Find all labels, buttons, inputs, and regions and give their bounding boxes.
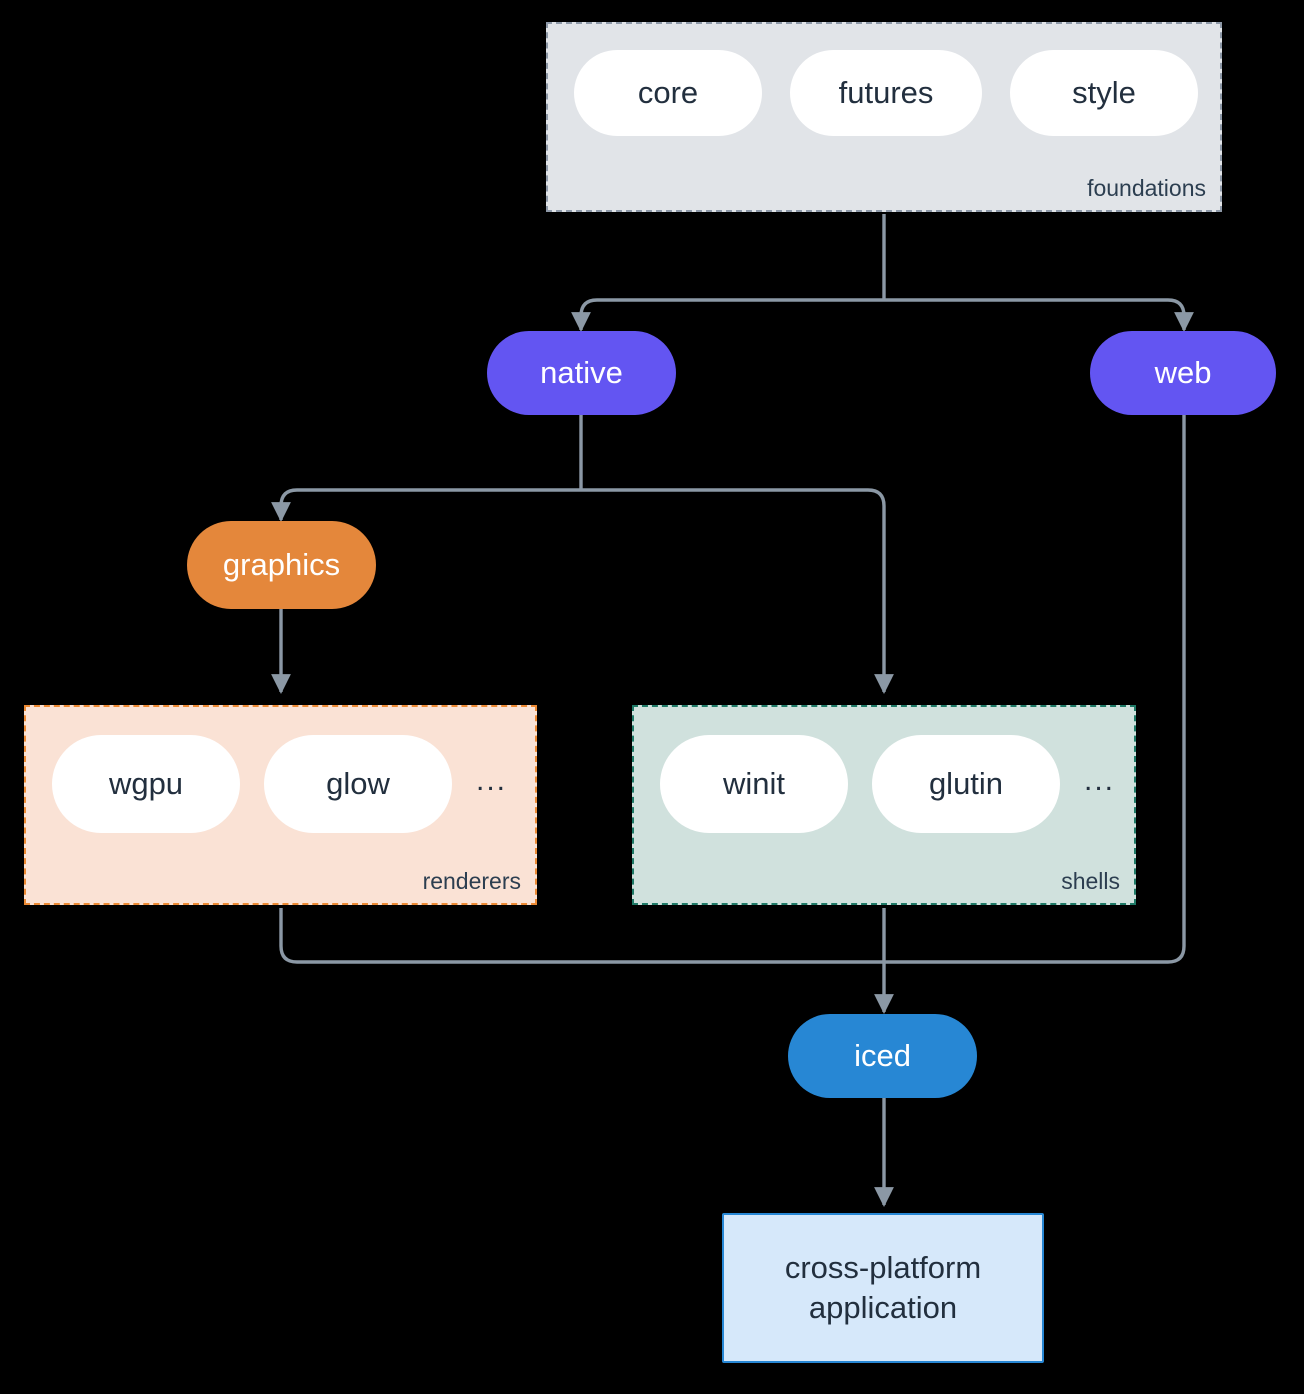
node-application-label-line1: cross-platform xyxy=(784,1250,982,1286)
node-iced-label: iced xyxy=(854,1038,911,1073)
cluster-renderers-label: renderers xyxy=(422,868,521,894)
edge-native-to-shells xyxy=(581,488,894,694)
edge-foundations-to-native xyxy=(571,298,884,332)
cluster-renderers: wgpu glow ... renderers xyxy=(24,705,537,905)
node-iced[interactable]: iced xyxy=(788,1014,977,1098)
node-glutin[interactable]: glutin xyxy=(872,735,1060,833)
node-graphics[interactable]: graphics xyxy=(187,521,376,609)
node-web[interactable]: web xyxy=(1090,331,1276,415)
cluster-foundations: core futures style foundations xyxy=(546,22,1222,212)
node-graphics-label: graphics xyxy=(222,547,341,582)
node-native[interactable]: native xyxy=(487,331,676,415)
edge-renderers-to-iced xyxy=(279,908,884,964)
node-style-label: style xyxy=(1072,75,1136,110)
node-web-label: web xyxy=(1154,355,1212,390)
edge-native-to-graphics xyxy=(271,488,581,522)
node-winit-label: winit xyxy=(722,766,785,801)
cluster-shells-label: shells xyxy=(1061,868,1120,894)
node-futures[interactable]: futures xyxy=(790,50,982,136)
cluster-shells: winit glutin ... shells xyxy=(632,705,1136,905)
node-winit[interactable]: winit xyxy=(660,735,848,833)
node-application[interactable]: cross-platform application xyxy=(722,1213,1044,1363)
node-wgpu-label: wgpu xyxy=(108,766,184,801)
node-core[interactable]: core xyxy=(574,50,762,136)
shells-ellipsis: ... xyxy=(1084,764,1116,797)
node-glow-label: glow xyxy=(326,766,390,801)
renderers-ellipsis: ... xyxy=(476,764,508,797)
node-glutin-label: glutin xyxy=(928,766,1004,801)
cluster-foundations-label: foundations xyxy=(1087,175,1206,201)
node-application-label-line2: application xyxy=(808,1290,958,1325)
node-style[interactable]: style xyxy=(1010,50,1198,136)
node-core-label: core xyxy=(637,75,699,110)
node-native-label: native xyxy=(540,355,623,390)
node-wgpu[interactable]: wgpu xyxy=(52,735,240,833)
node-futures-label: futures xyxy=(838,75,934,110)
node-glow[interactable]: glow xyxy=(264,735,452,833)
edge-foundations-to-web xyxy=(884,298,1194,332)
